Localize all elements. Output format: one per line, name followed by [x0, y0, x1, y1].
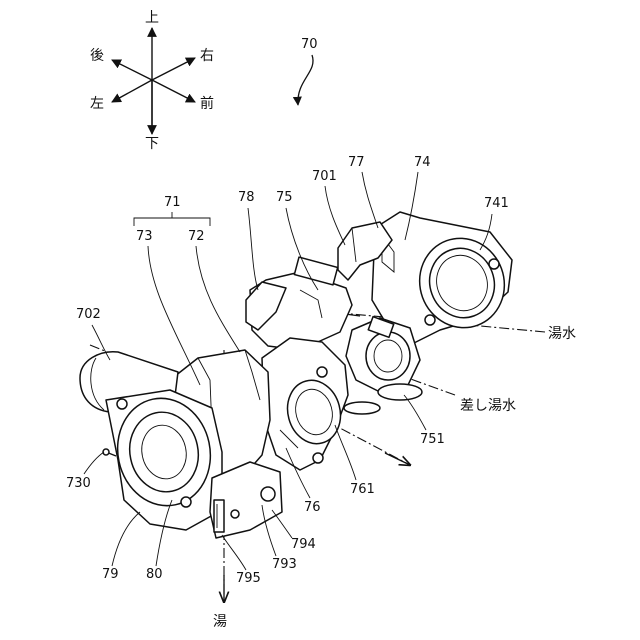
ref-730: 730 — [66, 476, 91, 491]
ref-702: 702 — [76, 307, 101, 322]
leader-78 — [248, 208, 258, 290]
ref-72: 72 — [188, 229, 205, 244]
ref-78: 78 — [238, 190, 255, 205]
ref-77: 77 — [348, 155, 365, 170]
ref-75: 75 — [276, 190, 293, 205]
compass-front-arrow — [152, 80, 195, 102]
bolt-hole-761b — [313, 453, 323, 463]
ref-761: 761 — [350, 482, 375, 497]
bolt-hole-79b — [181, 497, 191, 507]
ref-701: 701 — [312, 169, 337, 184]
label-back: 後 — [90, 48, 104, 64]
compass-left-arrow — [112, 80, 152, 102]
port-751-ring — [378, 384, 422, 400]
ref-741: 741 — [484, 196, 509, 211]
block-795-plate — [214, 500, 224, 532]
leader-79 — [112, 512, 140, 566]
ref-793: 793 — [272, 557, 297, 572]
ref-70: 70 — [301, 37, 318, 52]
bolt-hole-79a — [117, 399, 127, 409]
block-793-port — [261, 487, 275, 501]
ref-751: 751 — [420, 432, 445, 447]
flow-label-added: 差し湯水 — [460, 397, 516, 414]
ref-70-arrow — [298, 55, 313, 105]
flow-label-mixed: 湯水 — [548, 325, 576, 342]
leader-794 — [272, 510, 292, 538]
bracket-71 — [134, 218, 210, 226]
compass-right-arrow — [152, 58, 195, 80]
label-right: 右 — [200, 48, 214, 64]
bolt-hole-761a — [317, 367, 327, 377]
ref-76: 76 — [304, 500, 321, 515]
leader-77 — [362, 172, 378, 228]
port-751 — [346, 317, 422, 400]
leader-72 — [196, 246, 240, 352]
flow-internal-arrow — [385, 453, 410, 465]
port-751-outer — [366, 332, 410, 380]
port-761-ring — [344, 402, 380, 414]
label-up: 上 — [145, 10, 159, 26]
leader-795 — [222, 535, 246, 570]
block-793-hole — [231, 510, 239, 518]
leader-761 — [335, 425, 356, 480]
ref-74: 74 — [414, 155, 431, 170]
ref-71: 71 — [164, 195, 181, 210]
flow-label-hot: 湯 — [213, 613, 227, 630]
bolt-hole-741a — [489, 259, 499, 269]
label-down: 下 — [145, 136, 159, 152]
front-face-79 — [103, 390, 222, 530]
label-left: 左 — [90, 96, 104, 112]
compass-back-arrow — [112, 60, 152, 80]
bolt-hole-741b — [425, 315, 435, 325]
ref-79: 79 — [102, 567, 119, 582]
ref-795: 795 — [236, 571, 261, 586]
connector-75 — [246, 257, 352, 350]
direction-compass: 上 下 後 右 左 前 — [90, 10, 214, 152]
ref-794: 794 — [291, 537, 316, 552]
ref-73: 73 — [136, 229, 153, 244]
ref-80: 80 — [146, 567, 163, 582]
label-front: 前 — [200, 95, 214, 112]
leader-730 — [84, 452, 104, 474]
leader-701 — [325, 186, 345, 245]
